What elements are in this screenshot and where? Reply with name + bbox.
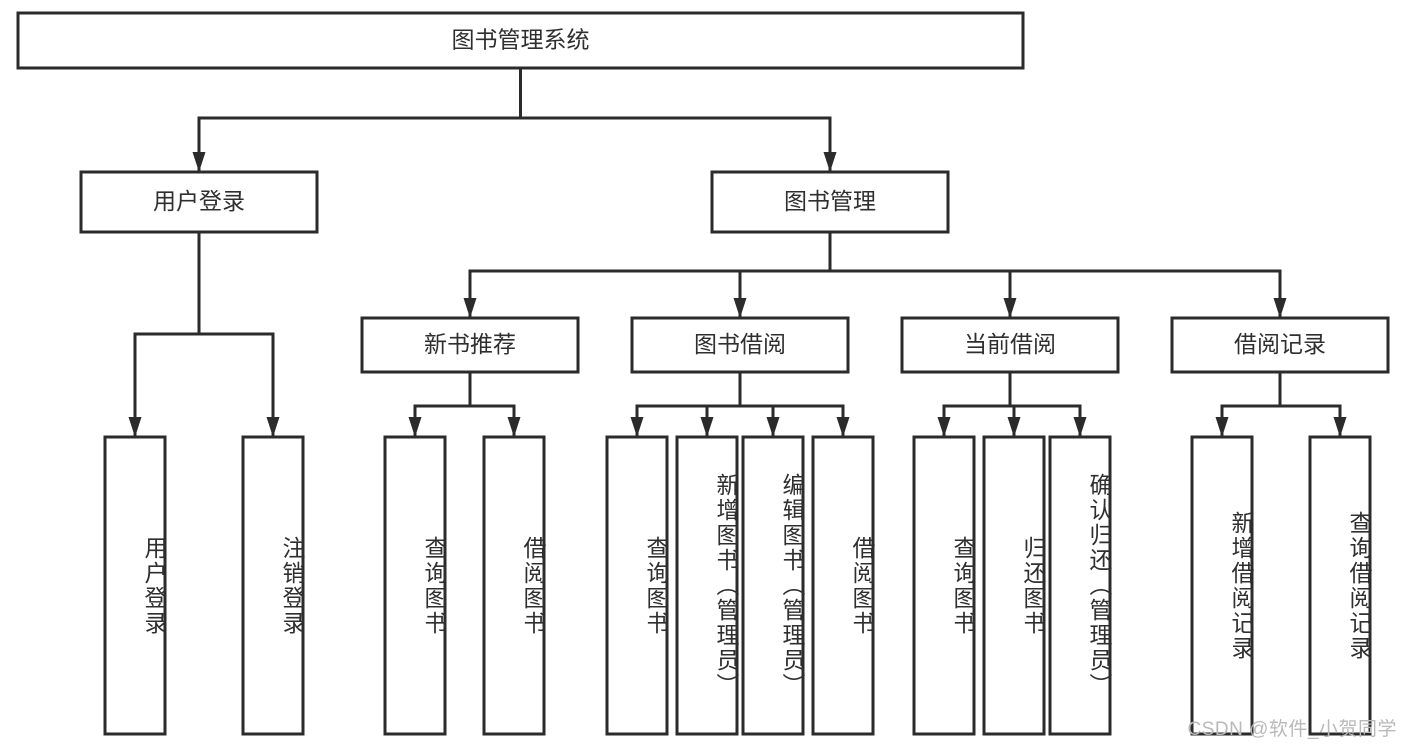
level1-node-book-manage[interactable]: 图书管理	[710, 170, 950, 234]
level1-node-user-login[interactable]: 用户登录	[79, 170, 319, 234]
watermark: CSDN @软件_小贺同学	[1187, 719, 1397, 740]
level2-node-new-book-recommend[interactable]: 新书推荐	[360, 316, 580, 374]
arrow-head-icon	[1273, 298, 1287, 318]
arrow-head-icon	[192, 152, 206, 172]
arrow-head-icon	[1073, 417, 1087, 437]
arrow-head-icon	[266, 417, 280, 437]
arrow-head-icon	[823, 152, 837, 172]
arrow-head-icon	[1215, 417, 1229, 437]
level1-node-book-manage-rect	[710, 170, 950, 234]
connector-root-to-level1	[192, 66, 837, 173]
leaf-node[interactable]	[1190, 435, 1254, 736]
leaf-node[interactable]	[741, 435, 805, 736]
leaf-edit-book-rect	[741, 435, 805, 736]
arrow-head-icon	[1333, 417, 1347, 437]
leaf-confirm-return-rect	[1048, 435, 1112, 736]
leaf-borrow-book-2-rect	[811, 435, 875, 736]
leaf-query-book-3-rect	[912, 435, 976, 736]
root-node-book-management-system[interactable]: 图书管理系统	[16, 11, 1025, 70]
level1-node-user-login-label: 用户登录	[153, 188, 245, 214]
level2-node-current-borrow-rect	[900, 316, 1120, 374]
level2-node-book-borrow-label: 图书借阅	[694, 331, 786, 357]
level2-node-current-borrow[interactable]: 当前借阅	[900, 316, 1120, 374]
arrow-head-icon	[1007, 417, 1021, 437]
leaf-node[interactable]	[241, 435, 305, 736]
arrow-head-icon	[463, 298, 477, 318]
arrow-head-icon	[700, 417, 714, 437]
connectors-layer	[128, 66, 1347, 438]
level2-node-borrow-record-label: 借阅记录	[1234, 331, 1326, 357]
connector-new-book-recommend-to-leaves	[408, 370, 521, 438]
leaf-node[interactable]	[912, 435, 976, 736]
leaf-node[interactable]	[482, 435, 546, 736]
connector-borrow-record-to-leaves	[1215, 370, 1347, 438]
connector-current-borrow-to-leaves	[937, 370, 1087, 438]
leaf-node[interactable]	[605, 435, 669, 736]
arrow-head-icon	[733, 298, 747, 318]
level2-node-new-book-recommend-label: 新书推荐	[424, 331, 516, 357]
connector-bookmanage-to-level2	[463, 230, 1287, 319]
leaf-node[interactable]	[103, 435, 167, 736]
arrow-head-icon	[630, 417, 644, 437]
leaf-logout-rect	[241, 435, 305, 736]
leaf-node[interactable]	[1048, 435, 1112, 736]
root-node-book-management-system-label: 图书管理系统	[452, 27, 590, 53]
arrow-head-icon	[1003, 298, 1017, 318]
leaf-add-book-rect	[675, 435, 739, 736]
arrow-head-icon	[408, 417, 422, 437]
level2-node-borrow-record[interactable]: 借阅记录	[1170, 316, 1390, 374]
level2-node-borrow-record-rect	[1170, 316, 1390, 374]
arrow-head-icon	[766, 417, 780, 437]
arrow-head-icon	[937, 417, 951, 437]
connector-book-borrow-to-leaves	[630, 370, 850, 438]
leaf-borrow-book-1-rect	[482, 435, 546, 736]
leaf-node[interactable]	[675, 435, 739, 736]
leaf-query-record-rect	[1308, 435, 1372, 736]
leaf-add-record-rect	[1190, 435, 1254, 736]
arrow-head-icon	[128, 417, 142, 437]
level2-node-new-book-recommend-rect	[360, 316, 580, 374]
arrow-head-icon	[836, 417, 850, 437]
level2-node-book-borrow[interactable]: 图书借阅	[630, 316, 850, 374]
connector-userlogin-to-leaves	[128, 230, 280, 438]
leaf-query-book-1-rect	[383, 435, 447, 736]
leaf-node[interactable]	[383, 435, 447, 736]
leaf-node[interactable]	[811, 435, 875, 736]
leaf-node[interactable]	[1308, 435, 1372, 736]
level2-node-current-borrow-label: 当前借阅	[964, 331, 1056, 357]
level1-node-book-manage-label: 图书管理	[784, 188, 876, 214]
level1-node-user-login-rect	[79, 170, 319, 234]
leaf-return-book-rect	[982, 435, 1046, 736]
level2-node-book-borrow-rect	[630, 316, 850, 374]
leaf-user-login-rect	[103, 435, 167, 736]
leaf-node[interactable]	[982, 435, 1046, 736]
root-node-book-management-system-rect	[16, 11, 1025, 70]
arrow-head-icon	[507, 417, 521, 437]
leaf-query-book-2-rect	[605, 435, 669, 736]
